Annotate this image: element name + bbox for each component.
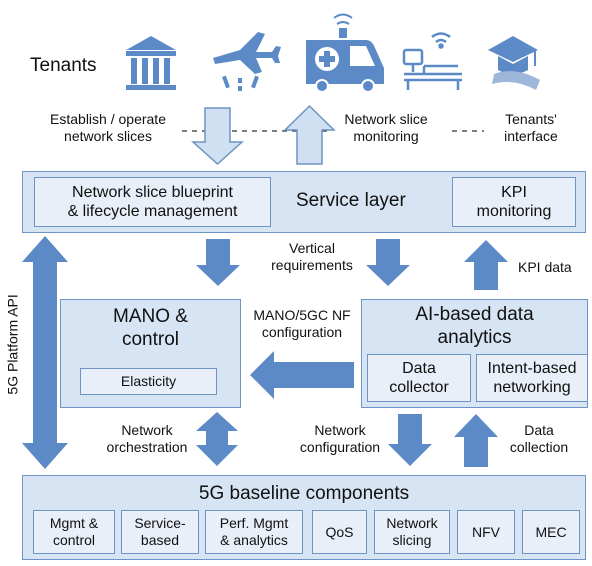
baseline-title: 5G baseline components [198, 483, 410, 504]
platform-api-label: 5G Platform API [4, 294, 21, 395]
component-qos: QoS [312, 510, 367, 554]
kpi-data-arrow [464, 240, 508, 290]
mano-title: MANO &control [113, 306, 188, 350]
configuration-arrow [388, 414, 432, 466]
component-mgmt-control: Mgmt &control [33, 510, 115, 554]
tenant-icons [126, 13, 540, 93]
establish-arrow [191, 107, 244, 166]
tenants-interface-label: Tenants'interface [504, 111, 558, 144]
component-service-based: Service-based [121, 510, 199, 554]
service-layer-title: Service layer [296, 190, 406, 211]
component-mec: MEC [522, 510, 580, 554]
airplane-icon [213, 32, 281, 91]
bank-icon [126, 36, 176, 90]
component-nfv: NFV [457, 510, 515, 554]
orchestration-arrow [196, 412, 238, 466]
component-perf-mgmt: Perf. Mgmt& analytics [205, 510, 303, 554]
service-to-ai-arrow [366, 239, 410, 286]
service-to-mano-arrow [196, 239, 240, 286]
hospital-bed-icon [402, 32, 462, 90]
ambulance-icon [306, 13, 384, 93]
tenants-label: Tenants [30, 55, 97, 76]
graduation-cap-icon [488, 36, 540, 90]
kpi-data-label: KPI data [518, 259, 572, 275]
elasticity-box: Elasticity [80, 368, 217, 395]
blueprint-box: Network slice blueprint& lifecycle manag… [34, 177, 271, 227]
data-collection-arrow [454, 414, 498, 467]
mano-config-arrow [250, 351, 354, 399]
